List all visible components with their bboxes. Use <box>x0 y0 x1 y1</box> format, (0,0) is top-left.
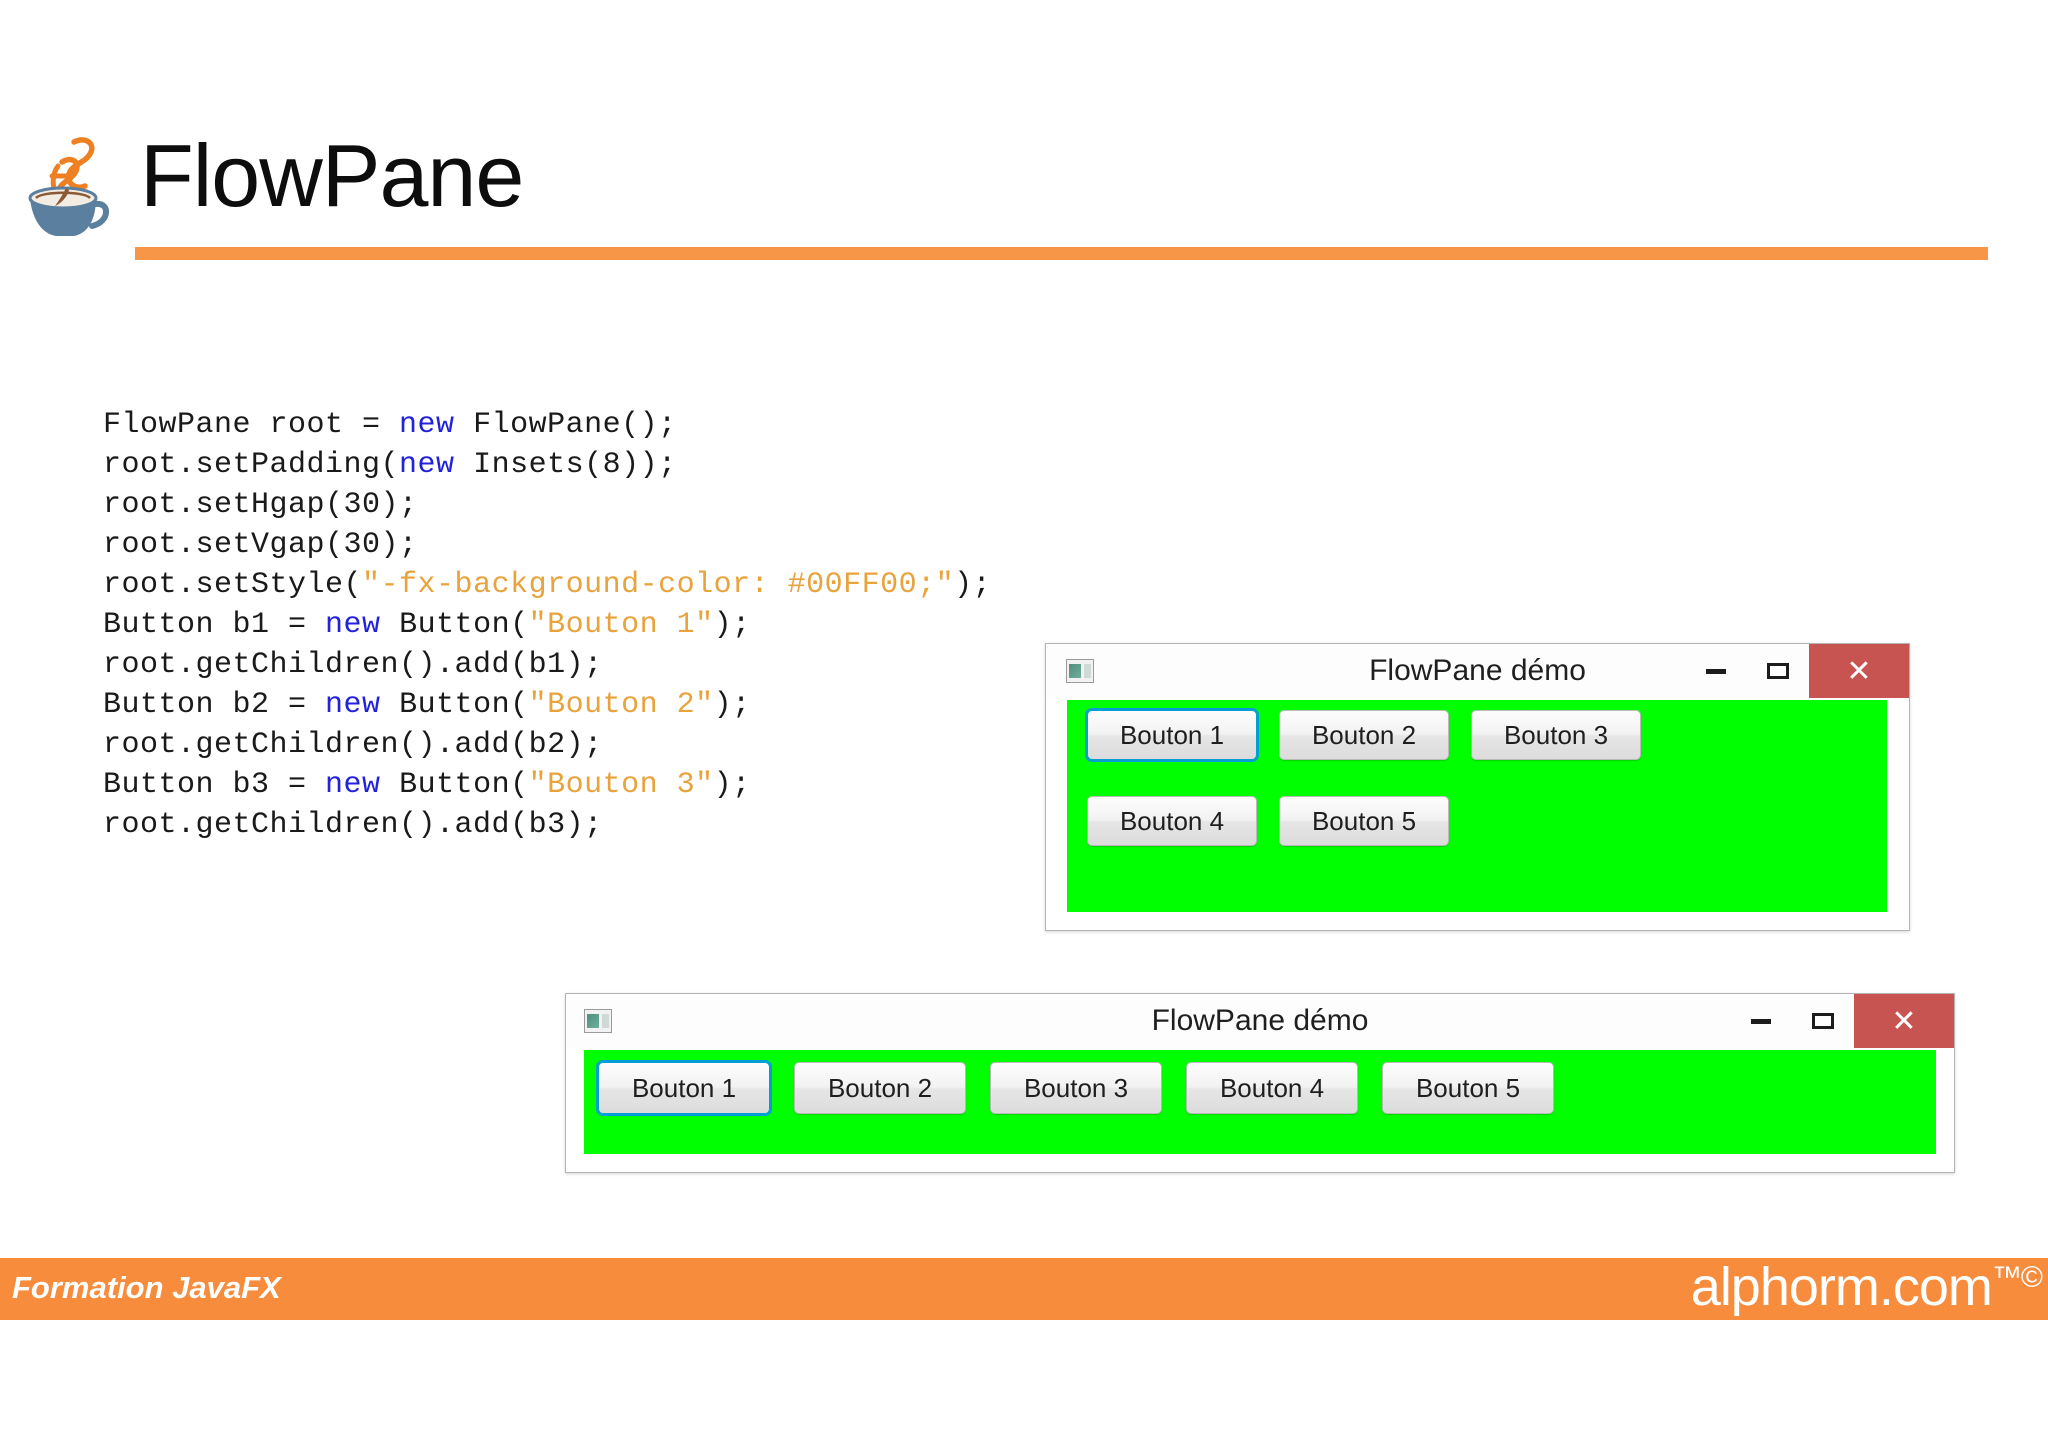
maximize-icon <box>1767 663 1789 679</box>
fx-button-bouton-5[interactable]: Bouton 5 <box>1382 1062 1554 1114</box>
fx-button-bouton-5[interactable]: Bouton 5 <box>1279 796 1449 846</box>
app-window-icon <box>584 1009 612 1033</box>
code-token-plain: root.getChildren().add(b1); <box>103 648 603 682</box>
fx-button-label: Bouton 2 <box>827 1072 933 1103</box>
coffee-cup-icon <box>22 128 114 240</box>
footer-brand: alphorm.com™© <box>1690 1256 2043 1318</box>
code-token-string: "-fx-background-color: #00FF00;" <box>362 568 955 602</box>
fx-button-label: Bouton 1 <box>1119 719 1225 750</box>
minimize-button[interactable] <box>1730 994 1792 1048</box>
code-line: root.setStyle("-fx-background-color: #00… <box>103 565 991 605</box>
footer-brand-marks: ™© <box>1991 1261 2043 1294</box>
java-code-block: FlowPane root = new FlowPane();root.setP… <box>103 405 991 845</box>
footer-course-label: Formation JavaFX <box>12 1270 281 1305</box>
flowpane-root: Bouton 1 Bouton 2 Bouton 3 Bouton 4 Bouton 5 <box>584 1050 1936 1154</box>
minimize-icon <box>1751 1018 1771 1024</box>
maximize-button[interactable] <box>1792 994 1854 1048</box>
demo-window-single-row[interactable]: FlowPane démo ✕ Bouton 1 Bouton 2 Bouton 3… <box>565 993 1955 1173</box>
window-controls[interactable]: ✕ <box>1730 994 1954 1048</box>
code-line: FlowPane root = new FlowPane(); <box>103 405 991 445</box>
code-token-plain: Button b3 = <box>103 768 326 802</box>
code-token-keyword: new <box>399 448 455 482</box>
code-token-keyword: new <box>399 408 455 442</box>
fx-button-bouton-1[interactable]: Bouton 1 <box>598 1062 770 1114</box>
fx-button-bouton-3[interactable]: Bouton 3 <box>1471 710 1641 760</box>
code-token-keyword: new <box>325 688 381 722</box>
code-line: root.getChildren().add(b1); <box>103 645 991 685</box>
code-token-plain: ); <box>713 768 751 802</box>
maximize-icon <box>1812 1013 1834 1029</box>
code-token-string: "Bouton 3" <box>528 768 714 802</box>
fx-button-label: Bouton 3 <box>1503 719 1609 750</box>
slide-footer: Formation JavaFX alphorm.com™© <box>0 1256 2048 1320</box>
minimize-button[interactable] <box>1685 644 1747 698</box>
code-token-string: "Bouton 2" <box>528 688 714 722</box>
code-token-plain: root.getChildren().add(b2); <box>103 728 603 762</box>
code-token-plain: Button( <box>380 768 529 802</box>
close-button[interactable]: ✕ <box>1854 994 1954 1048</box>
code-token-plain: Button( <box>380 608 529 642</box>
code-token-plain: ); <box>713 608 751 642</box>
code-line: Button b2 = new Button("Bouton 2"); <box>103 685 991 725</box>
title-underline-rule <box>135 247 1988 260</box>
window-controls[interactable]: ✕ <box>1685 644 1909 698</box>
page-title: FlowPane <box>140 126 524 225</box>
fx-button-bouton-2[interactable]: Bouton 2 <box>794 1062 966 1114</box>
code-token-plain: ); <box>954 568 992 602</box>
fx-button-label: Bouton 4 <box>1119 805 1225 836</box>
code-token-plain: FlowPane root = <box>103 408 400 442</box>
fx-button-bouton-2[interactable]: Bouton 2 <box>1279 710 1449 760</box>
code-line: root.setVgap(30); <box>103 525 991 565</box>
code-token-plain: root.setPadding( <box>103 448 400 482</box>
code-token-plain: Button b2 = <box>103 688 326 722</box>
fx-button-bouton-4[interactable]: Bouton 4 <box>1186 1062 1358 1114</box>
fx-button-bouton-1[interactable]: Bouton 1 <box>1087 710 1257 760</box>
fx-button-label: Bouton 5 <box>1415 1072 1521 1103</box>
code-line: root.setHgap(30); <box>103 485 991 525</box>
minimize-icon <box>1706 668 1726 674</box>
maximize-button[interactable] <box>1747 644 1809 698</box>
fx-button-label: Bouton 3 <box>1023 1072 1129 1103</box>
code-token-plain: FlowPane(); <box>454 408 677 442</box>
code-token-plain: Insets(8)); <box>454 448 677 482</box>
app-window-icon <box>1066 659 1094 683</box>
flowpane-root: Bouton 1 Bouton 2 Bouton 3 Bouton 4 Bouton 5 <box>1067 700 1887 912</box>
code-line: Button b1 = new Button("Bouton 1"); <box>103 605 991 645</box>
footer-brand-name: alphorm.com <box>1690 1257 1993 1317</box>
code-token-keyword: new <box>325 608 381 642</box>
code-token-string: "Bouton 1" <box>528 608 714 642</box>
code-line: root.setPadding(new Insets(8)); <box>103 445 991 485</box>
code-token-plain: root.setVgap(30); <box>103 528 418 562</box>
fx-button-label: Bouton 2 <box>1311 719 1417 750</box>
code-token-plain: root.setHgap(30); <box>103 488 418 522</box>
demo-window-wrapped[interactable]: FlowPane démo ✕ Bouton 1 Bouton 2 Bouton 3… <box>1045 643 1910 931</box>
code-token-plain: ); <box>713 688 751 722</box>
code-line: Button b3 = new Button("Bouton 3"); <box>103 765 991 805</box>
close-button[interactable]: ✕ <box>1809 644 1909 698</box>
code-line: root.getChildren().add(b2); <box>103 725 991 765</box>
window-titlebar[interactable]: FlowPane démo ✕ <box>566 994 1954 1048</box>
code-token-keyword: new <box>325 768 381 802</box>
code-line: root.getChildren().add(b3); <box>103 805 991 845</box>
window-titlebar[interactable]: FlowPane démo ✕ <box>1046 644 1909 698</box>
code-token-plain: Button b1 = <box>103 608 326 642</box>
code-token-plain: root.getChildren().add(b3); <box>103 808 603 842</box>
fx-button-label: Bouton 5 <box>1311 805 1417 836</box>
fx-button-bouton-3[interactable]: Bouton 3 <box>990 1062 1162 1114</box>
code-token-plain: Button( <box>380 688 529 722</box>
fx-button-bouton-4[interactable]: Bouton 4 <box>1087 796 1257 846</box>
code-token-plain: root.setStyle( <box>103 568 363 602</box>
fx-button-label: Bouton 1 <box>631 1072 737 1103</box>
slide-header: FlowPane <box>0 0 2048 270</box>
fx-button-label: Bouton 4 <box>1219 1072 1325 1103</box>
